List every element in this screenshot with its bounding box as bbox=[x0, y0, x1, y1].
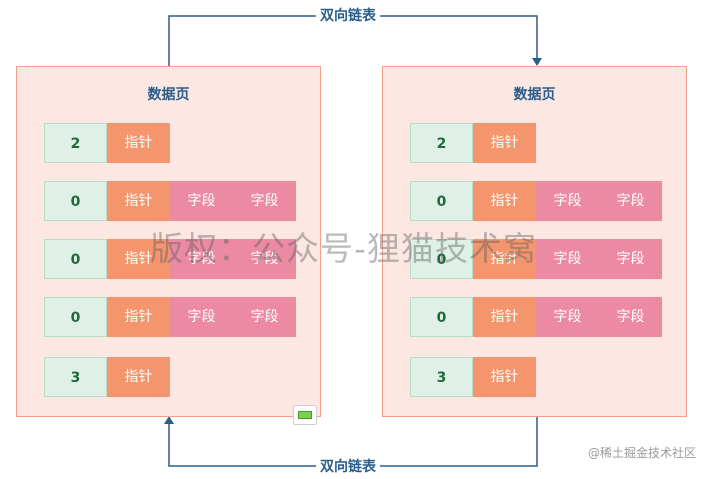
record-header-num: 0 bbox=[410, 297, 473, 337]
record-row: 0 指针 字段 字段 bbox=[410, 181, 662, 221]
record-field: 字段 bbox=[170, 239, 233, 279]
record-row: 0 指针 字段 字段 bbox=[44, 297, 296, 337]
record-field: 字段 bbox=[170, 297, 233, 337]
watermark: 版权：公众号-狸猫技术窝 bbox=[150, 229, 537, 268]
record-header-num: 0 bbox=[44, 297, 107, 337]
record-row: 2 指针 bbox=[410, 123, 536, 163]
page-title: 数据页 bbox=[147, 87, 190, 103]
credit-text: @稀土掘金技术社区 bbox=[587, 446, 696, 460]
record-row: 0 指针 字段 字段 bbox=[44, 181, 296, 221]
record-field: 字段 bbox=[170, 181, 233, 221]
record-header-num: 2 bbox=[44, 123, 107, 163]
record-pointer: 指针 bbox=[473, 239, 536, 279]
record-pointer: 指针 bbox=[473, 123, 536, 163]
record-header-num: 2 bbox=[410, 123, 473, 163]
record-pointer: 指针 bbox=[107, 239, 170, 279]
record-field: 字段 bbox=[599, 181, 662, 221]
record-pointer: 指针 bbox=[473, 357, 536, 397]
page-title: 数据页 bbox=[513, 87, 556, 103]
top-link-arrowhead bbox=[532, 58, 542, 66]
record-row: 2 指针 bbox=[44, 123, 170, 163]
record-header-num: 0 bbox=[410, 239, 473, 279]
record-field: 字段 bbox=[599, 297, 662, 337]
top-link-label: 双向链表 bbox=[316, 5, 380, 25]
record-pointer: 指针 bbox=[107, 297, 170, 337]
record-field: 字段 bbox=[536, 181, 599, 221]
data-page-right: 数据页 2 指针 0 指针 字段 字段 0 指针 字段 字段 0 指针 字段 字… bbox=[382, 66, 687, 417]
record-field: 字段 bbox=[536, 239, 599, 279]
record-field: 字段 bbox=[233, 181, 296, 221]
record-field: 字段 bbox=[233, 239, 296, 279]
record-header-num: 0 bbox=[44, 239, 107, 279]
record-header-num: 3 bbox=[410, 357, 473, 397]
record-row: 0 指针 字段 字段 bbox=[410, 297, 662, 337]
record-pointer: 指针 bbox=[473, 181, 536, 221]
bottom-link-arrowhead bbox=[164, 416, 174, 424]
record-header-num: 0 bbox=[44, 181, 107, 221]
bottom-link-label: 双向链表 bbox=[316, 456, 380, 476]
data-page-left: 数据页 2 指针 0 指针 字段 字段 0 指针 字段 字段 0 指针 字段 字… bbox=[16, 66, 321, 417]
record-row: 3 指针 bbox=[44, 357, 170, 397]
record-field: 字段 bbox=[599, 239, 662, 279]
battery-icon bbox=[293, 405, 317, 425]
battery-fill bbox=[298, 411, 312, 419]
record-header-num: 3 bbox=[44, 357, 107, 397]
record-pointer: 指针 bbox=[107, 123, 170, 163]
record-field: 字段 bbox=[536, 297, 599, 337]
record-pointer: 指针 bbox=[107, 357, 170, 397]
record-row: 0 指针 字段 字段 bbox=[44, 239, 296, 279]
record-row: 0 指针 字段 字段 bbox=[410, 239, 662, 279]
record-field: 字段 bbox=[233, 297, 296, 337]
record-pointer: 指针 bbox=[107, 181, 170, 221]
record-header-num: 0 bbox=[410, 181, 473, 221]
record-pointer: 指针 bbox=[473, 297, 536, 337]
record-row: 3 指针 bbox=[410, 357, 536, 397]
